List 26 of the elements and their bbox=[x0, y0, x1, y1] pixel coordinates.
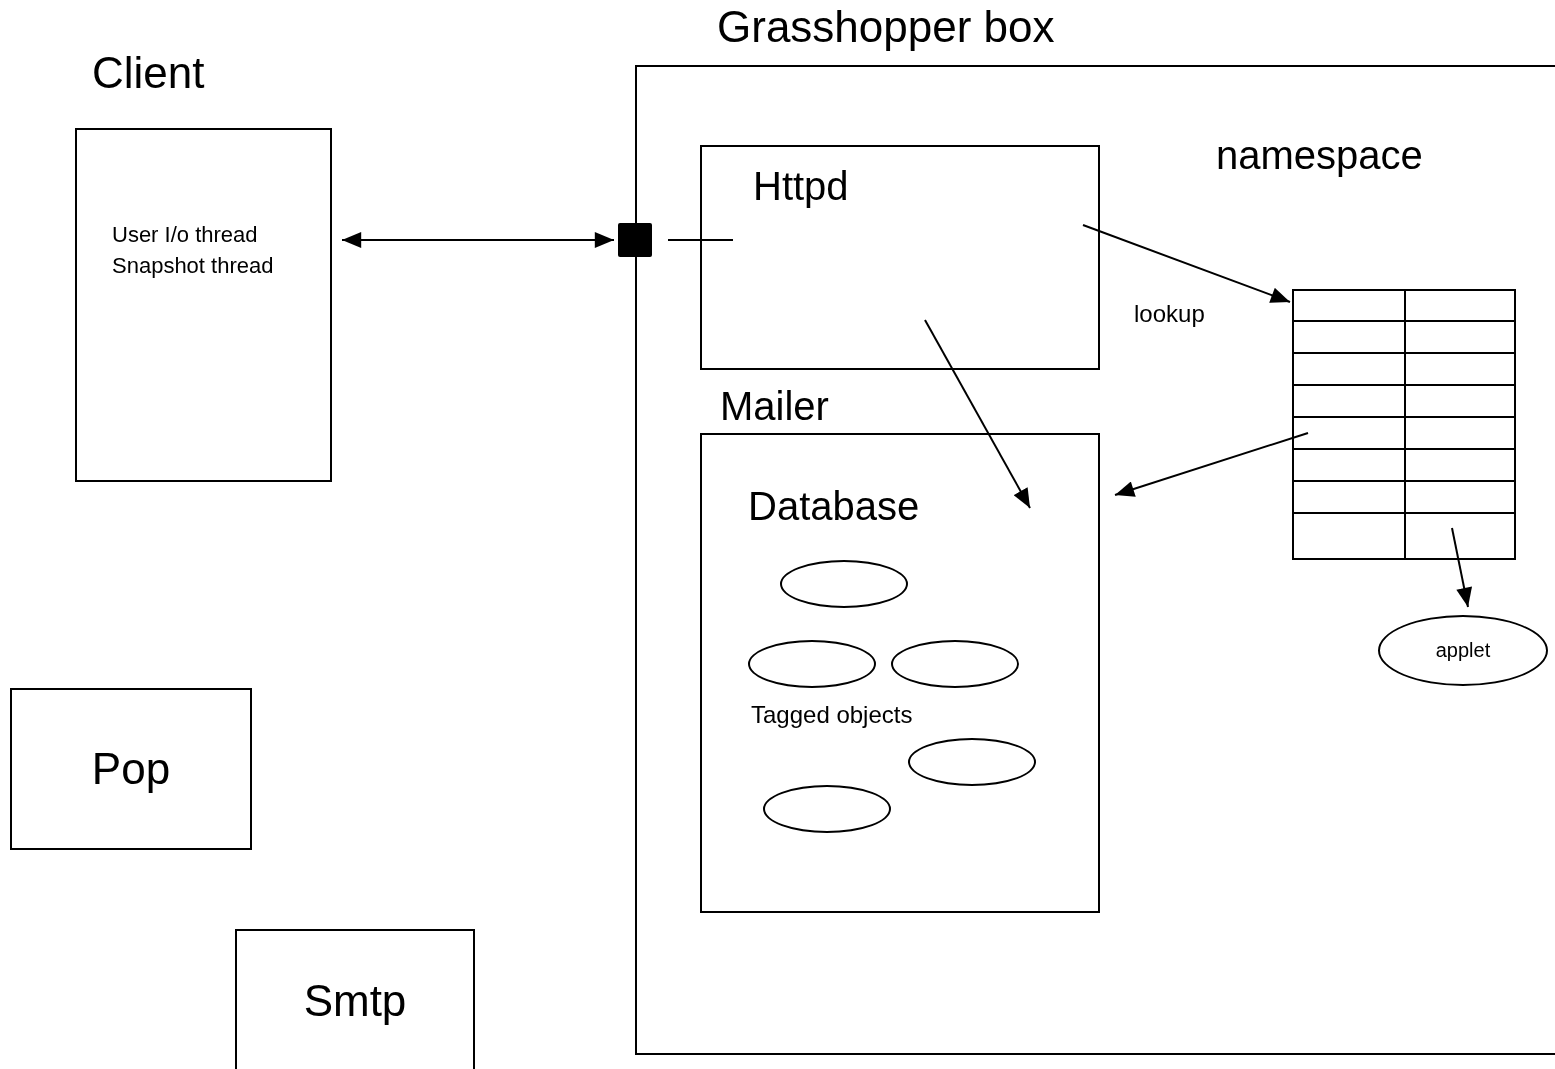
ellipse-shape bbox=[780, 560, 908, 608]
group-label: Tagged objects bbox=[751, 701, 913, 729]
arrow bbox=[341, 232, 615, 248]
thread-label: Snapshot thread bbox=[112, 253, 274, 279]
heading: Grasshopper box bbox=[717, 2, 1055, 53]
ellipse-shape bbox=[763, 785, 891, 833]
ellipse-shape bbox=[908, 738, 1036, 786]
connector-line bbox=[667, 239, 734, 241]
arrow bbox=[924, 319, 1031, 509]
arrow bbox=[1451, 527, 1473, 608]
ellipse-label: applet bbox=[1435, 639, 1491, 662]
box-label: Pop bbox=[91, 743, 171, 795]
port-square bbox=[618, 223, 652, 257]
heading: Mailer bbox=[720, 383, 829, 429]
section-label: namespace bbox=[1216, 132, 1423, 178]
ellipse-shape bbox=[891, 640, 1019, 688]
ellipse-shape bbox=[748, 640, 876, 688]
box-label: Httpd bbox=[753, 163, 849, 209]
table-grid bbox=[1292, 289, 1516, 560]
ellipse bbox=[1378, 615, 1548, 686]
box-label: Database bbox=[748, 483, 920, 529]
arrow bbox=[1082, 224, 1291, 303]
heading: Client bbox=[92, 48, 205, 99]
arrow bbox=[1114, 432, 1309, 497]
box-label: Smtp bbox=[303, 976, 407, 1027]
thread-label: User I/o thread bbox=[112, 222, 258, 248]
